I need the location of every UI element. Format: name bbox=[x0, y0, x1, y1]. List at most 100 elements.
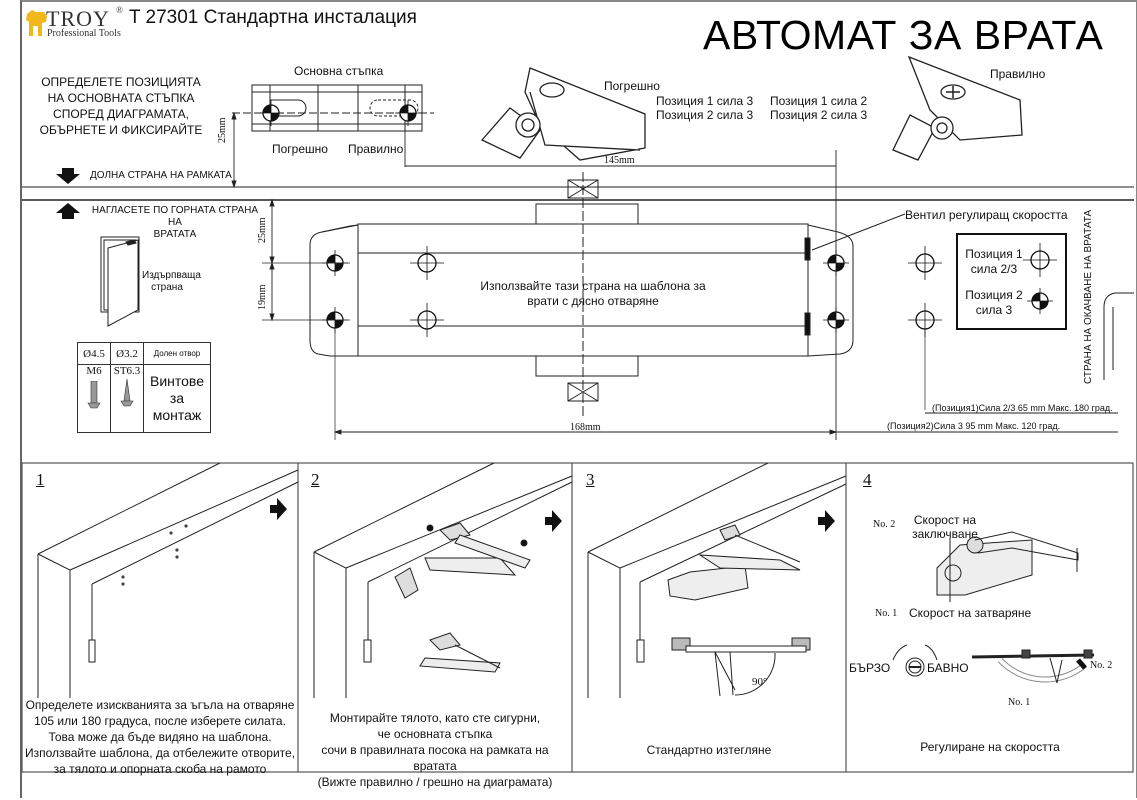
label-line: Винтове bbox=[150, 373, 204, 389]
text-line: сочи в правилната посока на рамката на в… bbox=[321, 743, 549, 773]
text-line: сила 3 bbox=[975, 303, 1013, 317]
arrow-up-icon bbox=[56, 203, 80, 219]
text-line: (Вижте правилно / грешно на диаграмата) bbox=[317, 775, 553, 789]
base-plate-instruction: ОПРЕДЕЛЕТЕ ПОЗИЦИЯТА НА ОСНОВНАТА СТЪПКА… bbox=[26, 74, 216, 138]
step3-text: Стандартно изтегляне bbox=[574, 742, 844, 758]
step4-text: Регулиране на скоростта bbox=[848, 739, 1132, 755]
instruction-line: ОПРЕДЕЛЕТЕ ПОЗИЦИЯТА bbox=[41, 75, 201, 89]
angle-label: 90° bbox=[752, 676, 768, 688]
step-number: 4 bbox=[863, 470, 872, 489]
dim-25mm: 25mm bbox=[257, 217, 268, 243]
instruction-line: ОБЪРНЕТЕ И ФИКСИРАЙТЕ bbox=[39, 123, 203, 137]
arc-no1-label: No. 1 bbox=[1008, 697, 1031, 708]
instruction-line: СПОРЕД ДИАГРАМАТА, bbox=[53, 107, 189, 121]
document-title: T 27301 Стандартна инсталация bbox=[129, 7, 417, 28]
text-line: Това може да бъде видяно на шаблона. bbox=[48, 730, 272, 744]
label-line: страна bbox=[151, 282, 183, 293]
frame-bottom-label: ДОЛНА СТРАНА НА РАМКАТА bbox=[90, 170, 232, 181]
close-speed-label: Скорост на затваряне bbox=[909, 606, 1032, 620]
step2-text: Монтирайте тялото, като сте сигурни, че … bbox=[299, 710, 571, 790]
label-line: монтаж bbox=[152, 407, 202, 423]
legend-pos2: Позиция 2 сила 3 bbox=[962, 288, 1026, 318]
wrong-label: Погрешно bbox=[272, 142, 328, 156]
base-plate-label: Основна стъпка bbox=[294, 64, 384, 78]
hinge-side-label: СТРАНА НА ОКАЧВАНЕ НА ВРАТАТА bbox=[1083, 209, 1094, 384]
text-line: врати с дясно отваряне bbox=[527, 294, 659, 308]
text-line: Стандартно изтегляне bbox=[646, 743, 772, 757]
screws-table: Ø4.5 Ø3.2 Долен отвор M6 ST6.3 Винтове з… bbox=[77, 342, 211, 433]
screw-header: Ø4.5 bbox=[77, 342, 111, 365]
valve-label: Вентил регулиращ скоростта bbox=[905, 208, 1068, 222]
right-label: Правилно bbox=[348, 142, 404, 156]
machine-screw-icon bbox=[87, 381, 101, 409]
next-arrow-icon bbox=[818, 510, 835, 532]
dim-168mm: 168mm bbox=[570, 422, 601, 433]
text-line: Използвайте тази страна на шаблона за bbox=[480, 279, 706, 293]
text-line: че основната стъпка bbox=[377, 727, 493, 741]
pos2-dimension: (Позиция2)Сила 3 95 mm Макс. 120 град. bbox=[887, 421, 1061, 431]
main-title: АВТОМАТ ЗА ВРАТА bbox=[703, 12, 1104, 58]
arc-no2-label: No. 2 bbox=[1090, 660, 1113, 671]
instruction-line: НА ОСНОВНАТА СТЪПКА bbox=[47, 91, 195, 105]
dim-25mm-top: 25mm bbox=[217, 117, 228, 143]
fast-label: БЪРЗО bbox=[849, 661, 891, 675]
label-line: за bbox=[169, 390, 185, 406]
door-pull-side-icon bbox=[100, 236, 140, 327]
step-number: 1 bbox=[36, 470, 45, 489]
pull-side-label: Издърпваща страна bbox=[142, 270, 201, 294]
steps-panels bbox=[21, 462, 1134, 773]
no1-label: No. 1 bbox=[875, 608, 898, 619]
position-line: Позиция 2 сила 3 bbox=[656, 108, 754, 122]
text-line: Скорост на bbox=[913, 513, 977, 527]
no2-label: No. 2 bbox=[873, 519, 896, 530]
step2-frame-illustration bbox=[313, 462, 573, 698]
text-line: заключване bbox=[912, 527, 978, 541]
right-positions: Позиция 1 сила 2 Позиция 2 сила 3 bbox=[770, 94, 867, 122]
arrow-down-icon bbox=[56, 168, 80, 184]
text-line: Използвайте шаблона, да отбележите отвор… bbox=[24, 746, 296, 760]
right-illustration-label: Правилно bbox=[990, 67, 1046, 81]
wrong-bracket-illustration bbox=[480, 67, 646, 161]
label-line: ВРАТАТА bbox=[153, 229, 197, 240]
text-line: 105 или 180 градуса, после изберете сила… bbox=[34, 714, 286, 728]
slow-label: БАВНО bbox=[927, 661, 969, 675]
template-center-text: Използвайте тази страна на шаблона за вр… bbox=[478, 279, 708, 309]
position-line: Позиция 1 сила 2 bbox=[770, 94, 868, 108]
label-line: Издърпваща bbox=[142, 270, 201, 281]
wrong-illustration-label: Погрешно bbox=[604, 79, 660, 93]
legend-pos1: Позиция 1 сила 2/3 bbox=[962, 247, 1026, 277]
text-line: Позиция 1 bbox=[965, 247, 1023, 261]
text-line: Монтирайте тялото, като сте сигурни, bbox=[329, 711, 541, 725]
closer-body-outline bbox=[309, 172, 906, 418]
step1-frame-illustration bbox=[37, 462, 299, 698]
text-line: Позиция 2 bbox=[965, 288, 1023, 302]
position-line: Позиция 1 сила 3 bbox=[656, 94, 754, 108]
position-legend: Позиция 1 сила 2/3 Позиция 2 сила 3 bbox=[956, 233, 1067, 330]
screw-header: Долен отвор bbox=[143, 342, 211, 365]
wrong-positions: Позиция 1 сила 3 Позиция 2 сила 3 bbox=[656, 94, 753, 122]
screw-type-label: M6 bbox=[86, 365, 102, 377]
screw-type-label: ST6.3 bbox=[113, 365, 141, 377]
troy-logo bbox=[24, 6, 134, 40]
step4-closer-illustration bbox=[892, 531, 1095, 684]
step1-text: Определете изискванията за ъгъла на отва… bbox=[24, 697, 296, 777]
step-number: 3 bbox=[586, 470, 595, 489]
brand-subtitle: Professional Tools bbox=[47, 28, 121, 39]
text-line: Регулиране на скоростта bbox=[920, 740, 1060, 754]
step3-frame-illustration bbox=[587, 462, 847, 698]
dim-19mm: 19mm bbox=[257, 284, 268, 310]
screw-type-st63: ST6.3 bbox=[110, 364, 144, 433]
text-line: сила 2/3 bbox=[970, 262, 1018, 276]
next-arrow-icon bbox=[545, 510, 562, 532]
dog-logo-icon bbox=[26, 10, 47, 36]
registered-mark: ® bbox=[116, 5, 123, 15]
brand-name: TROY bbox=[46, 6, 110, 31]
wood-screw-icon bbox=[120, 379, 134, 407]
right-bracket-illustration bbox=[892, 55, 1023, 161]
position-line: Позиция 2 сила 3 bbox=[770, 108, 868, 122]
text-line: за тялото и опорната скоба на рамото bbox=[53, 762, 267, 776]
lock-speed-label: Скорост на заключване bbox=[910, 513, 980, 541]
label-line: НАГЛАСЕТЕ ПО ГОРНАТА СТРАНА НА bbox=[91, 205, 259, 228]
text-line: Определете изискванията за ъгъла на отва… bbox=[25, 698, 295, 712]
